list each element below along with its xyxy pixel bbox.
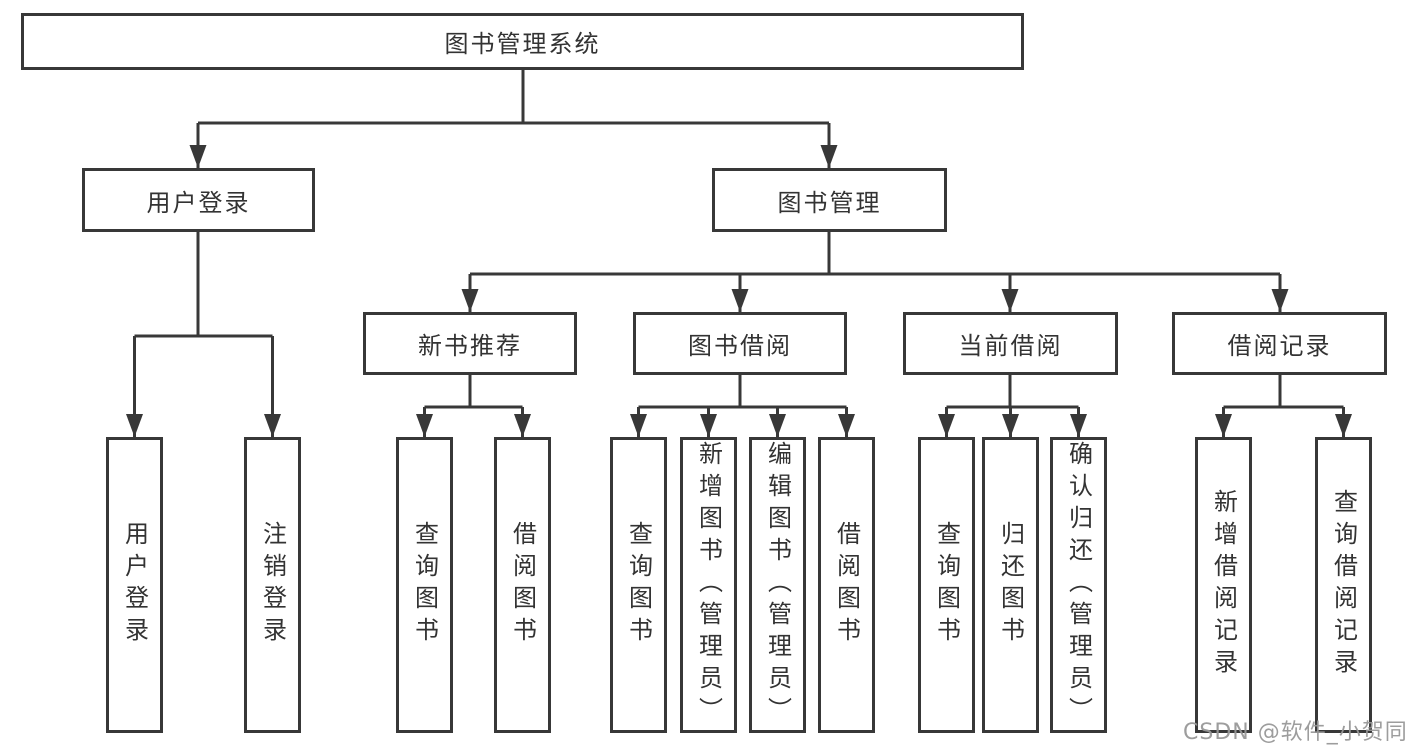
node-label: 借阅图书 — [508, 521, 537, 649]
node-label: 查询图书 — [624, 521, 653, 649]
node-leaf-return-books: 归还图书 — [982, 437, 1039, 733]
node-leaf-logout: 注销登录 — [244, 437, 301, 733]
node-label: 图书借阅 — [688, 332, 792, 360]
node-label: 归还图书 — [996, 521, 1025, 649]
csdn-watermark: CSDN @软件_小贺同学 — [1183, 720, 1405, 745]
node-library-management-system: 图书管理系统 — [21, 13, 1024, 70]
node-label: 借阅图书 — [832, 521, 861, 649]
node-label: 图书管理系统 — [444, 30, 601, 58]
node-leaf-edit-book-admin: 编辑图书（管理员） — [749, 437, 806, 733]
node-borrowing-records: 借阅记录 — [1172, 312, 1387, 375]
connector-paths — [133, 70, 1345, 437]
node-new-book-recommendation: 新书推荐 — [363, 312, 577, 375]
node-label: 新书推荐 — [418, 332, 522, 360]
node-label: 新增借阅记录 — [1209, 489, 1238, 681]
node-label: 当前借阅 — [958, 332, 1063, 360]
node-leaf-query-books-borrowing: 查询图书 — [610, 437, 667, 733]
node-label: 新增图书（管理员） — [694, 441, 723, 729]
node-label: 查询图书 — [410, 521, 439, 649]
node-label: 用户登录 — [146, 188, 251, 217]
node-book-management: 图书管理 — [712, 168, 947, 232]
node-label: 用户登录 — [120, 521, 149, 649]
node-leaf-borrow-books: 借阅图书 — [818, 437, 875, 733]
node-current-borrowing: 当前借阅 — [903, 312, 1118, 375]
node-leaf-borrow-books-recommend: 借阅图书 — [494, 437, 551, 733]
node-label: 查询借阅记录 — [1329, 489, 1358, 681]
node-leaf-user-login: 用户登录 — [106, 437, 163, 733]
node-leaf-query-books-recommend: 查询图书 — [396, 437, 453, 733]
node-leaf-query-borrow-record: 查询借阅记录 — [1315, 437, 1372, 733]
node-label: 注销登录 — [258, 521, 287, 649]
arrowheads — [126, 145, 1352, 437]
node-leaf-add-book-admin: 新增图书（管理员） — [680, 437, 737, 733]
node-leaf-add-borrow-record: 新增借阅记录 — [1195, 437, 1252, 733]
node-label: 确认归还（管理员） — [1064, 441, 1093, 729]
node-label: 编辑图书（管理员） — [763, 441, 792, 729]
node-book-borrowing: 图书借阅 — [633, 312, 847, 375]
node-label: 借阅记录 — [1227, 332, 1332, 360]
node-leaf-query-books-current: 查询图书 — [918, 437, 975, 733]
node-label: 查询图书 — [932, 521, 961, 649]
node-user-login: 用户登录 — [82, 168, 315, 232]
node-label: 图书管理 — [777, 188, 882, 217]
node-leaf-confirm-return-admin: 确认归还（管理员） — [1050, 437, 1107, 733]
